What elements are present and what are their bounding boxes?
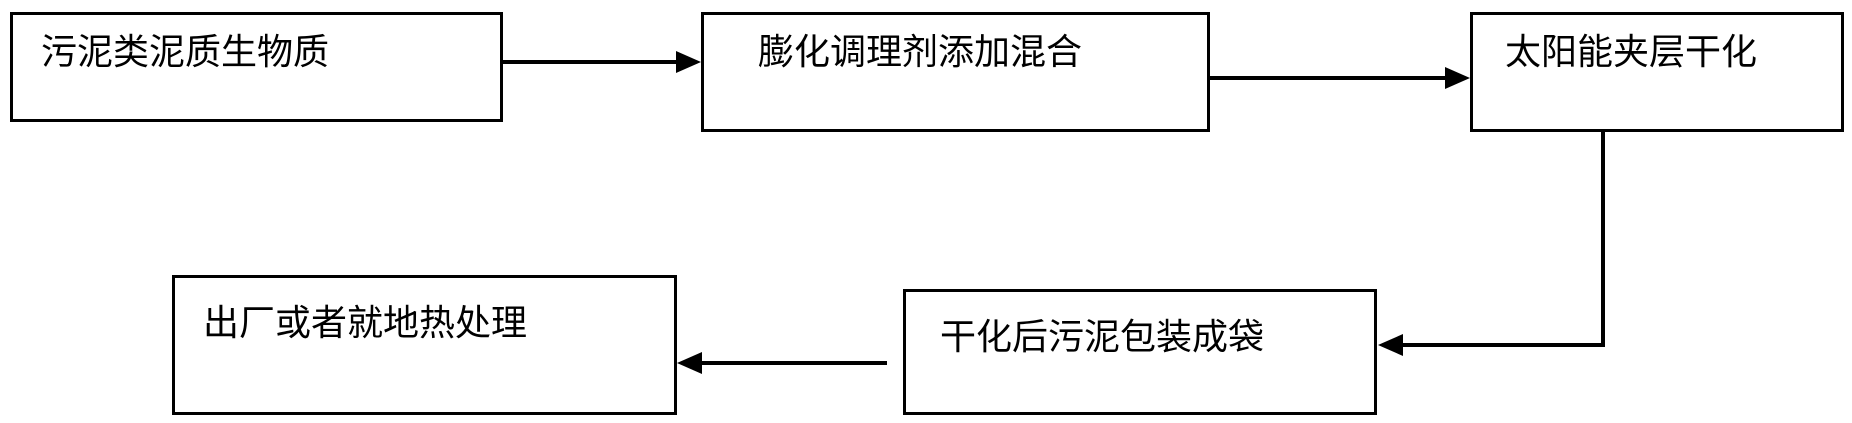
node-label: 膨化调理剂添加混合 — [758, 32, 1083, 73]
node-label: 太阳能夹层干化 — [1505, 32, 1758, 73]
node-label: 出厂或者就地热处理 — [203, 303, 528, 344]
node-conditioner-mixing: 膨化调理剂添加混合 — [701, 12, 1210, 132]
edge-line — [1400, 132, 1605, 347]
node-sludge-biomass: 污泥类泥质生物质 — [10, 12, 503, 122]
node-disposal: 出厂或者就地热处理 — [172, 275, 677, 415]
arrowhead — [676, 51, 701, 73]
arrowhead — [1445, 67, 1470, 89]
node-solar-drying: 太阳能夹层干化 — [1470, 12, 1844, 132]
arrowhead — [1378, 334, 1403, 356]
node-label: 干化后污泥包装成袋 — [940, 317, 1265, 358]
node-bagging: 干化后污泥包装成袋 — [903, 289, 1377, 415]
arrowhead — [677, 352, 702, 374]
node-label: 污泥类泥质生物质 — [41, 32, 330, 73]
